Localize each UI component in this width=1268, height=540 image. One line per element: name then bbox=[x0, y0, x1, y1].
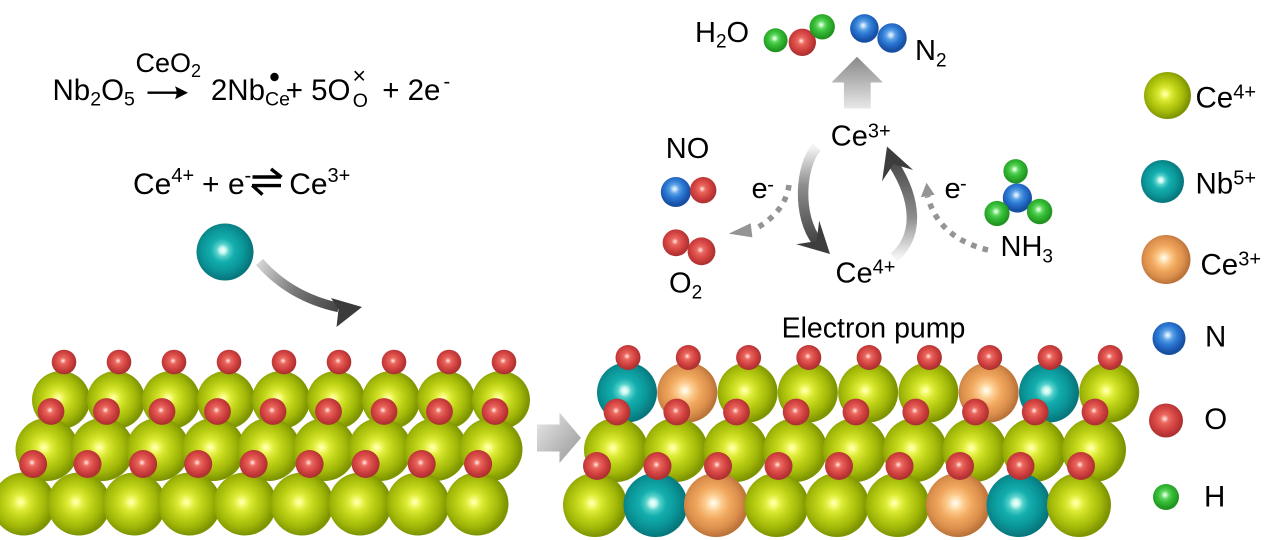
svg-text:Ce3+: Ce3+ bbox=[831, 121, 891, 153]
svg-text:H: H bbox=[1204, 481, 1225, 514]
svg-text:N: N bbox=[1205, 321, 1226, 354]
svg-text:Ce3+: Ce3+ bbox=[1201, 248, 1262, 281]
svg-text:Ce4+: Ce4+ bbox=[1196, 81, 1257, 114]
svg-text:e: e bbox=[228, 168, 245, 201]
svg-text:×: × bbox=[353, 63, 366, 89]
svg-text:2NbCe: 2NbCe bbox=[211, 74, 290, 111]
svg-text:+: + bbox=[202, 168, 220, 201]
svg-text:Ce3+: Ce3+ bbox=[289, 165, 350, 201]
svg-text:+ 5O: + 5O bbox=[286, 74, 351, 107]
svg-text:NO: NO bbox=[666, 133, 710, 165]
svg-text:+ 2e: + 2e bbox=[382, 74, 440, 107]
svg-text:-: - bbox=[960, 173, 967, 195]
svg-text:NH3: NH3 bbox=[1001, 231, 1053, 268]
svg-text:e: e bbox=[752, 173, 768, 205]
svg-text:O2: O2 bbox=[669, 268, 702, 304]
svg-text:H2O: H2O bbox=[695, 17, 749, 53]
svg-text:-: - bbox=[444, 71, 451, 93]
svg-text:Nb2O5: Nb2O5 bbox=[53, 74, 136, 111]
svg-text:CeO2: CeO2 bbox=[136, 48, 202, 81]
svg-text:Electron pump: Electron pump bbox=[782, 312, 966, 344]
svg-text:O: O bbox=[353, 90, 368, 112]
svg-text:e: e bbox=[945, 173, 961, 205]
svg-text:Nb5+: Nb5+ bbox=[1196, 167, 1257, 200]
svg-text:-: - bbox=[245, 165, 252, 187]
svg-text:O: O bbox=[1204, 403, 1227, 436]
svg-text:N2: N2 bbox=[915, 35, 947, 72]
svg-text:Ce4+: Ce4+ bbox=[836, 257, 896, 290]
svg-text:-: - bbox=[767, 174, 774, 196]
svg-text:Ce4+: Ce4+ bbox=[133, 165, 194, 201]
